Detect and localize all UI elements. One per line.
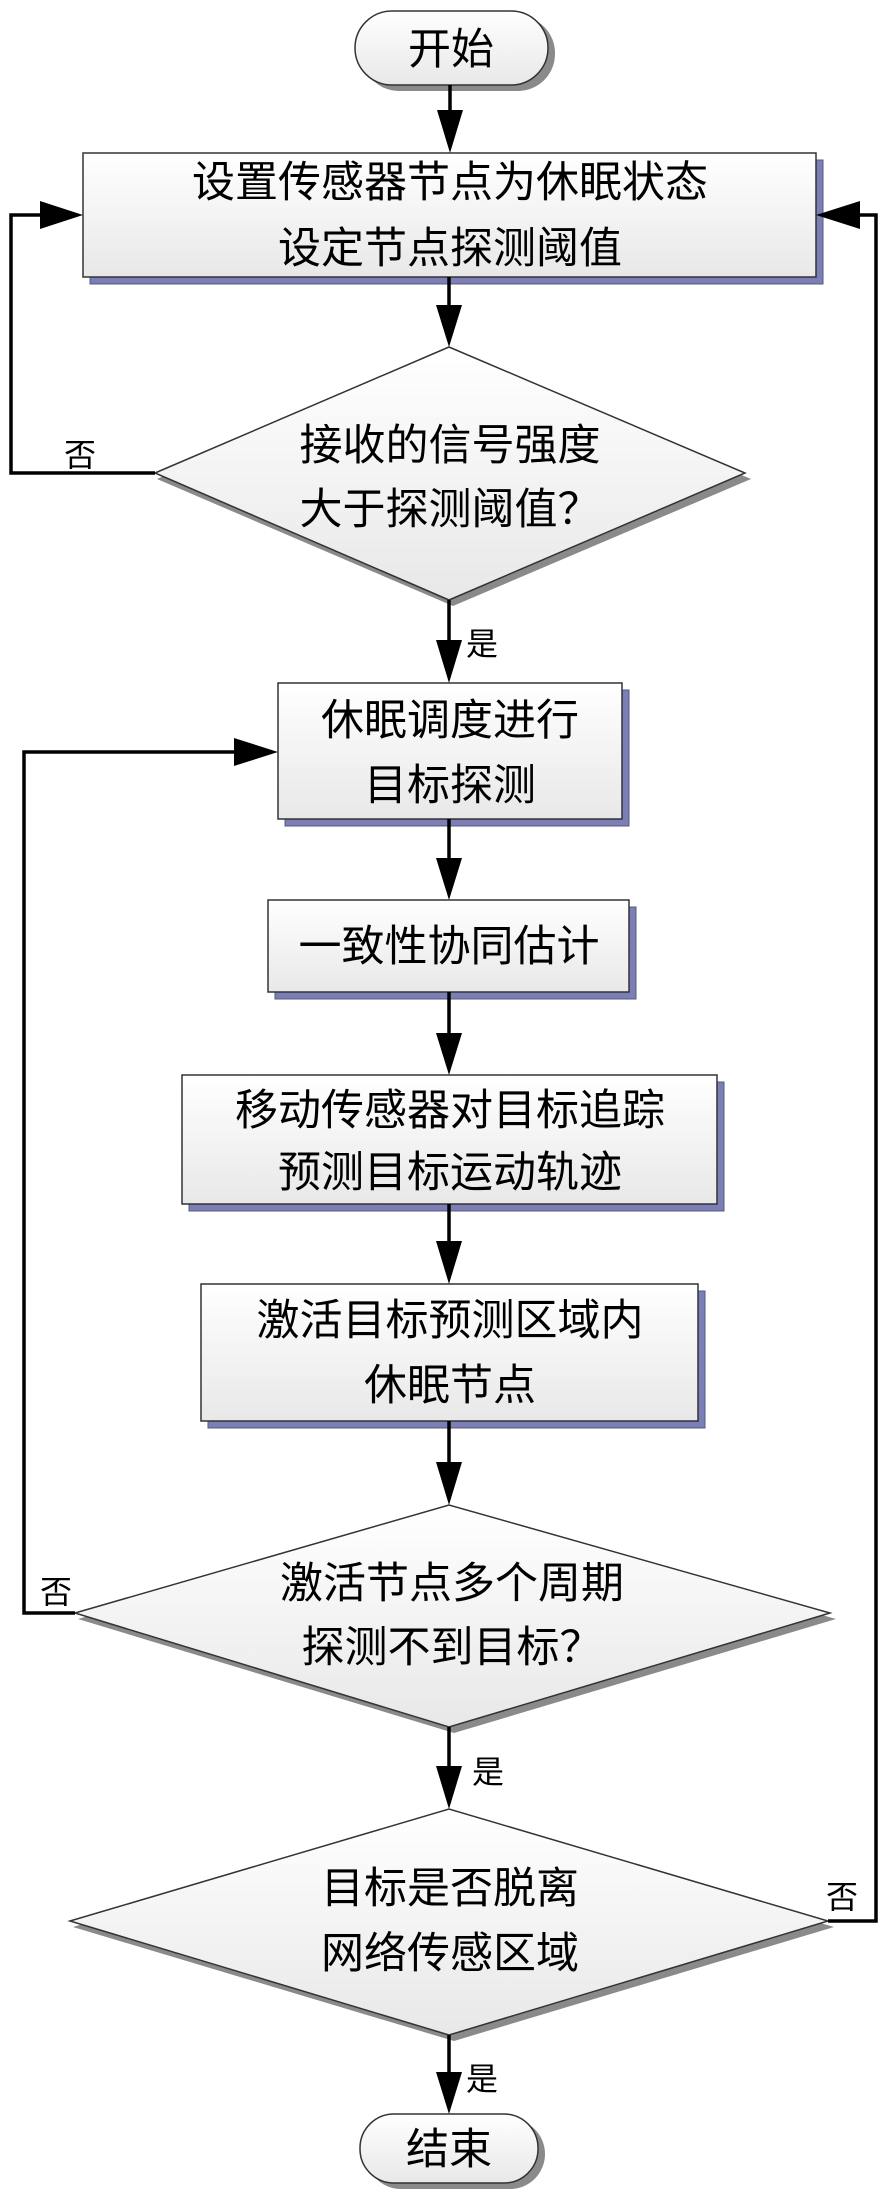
decision-3-line-2: 网络传感区域	[321, 1929, 579, 1979]
arrow-head-icon	[436, 2072, 462, 2114]
arrow-head-icon	[234, 738, 278, 766]
process-1-line-1: 设置传感器节点为休眠状态	[192, 158, 708, 208]
arrow-head-icon	[436, 1241, 462, 1284]
process-3-node: 一致性协同估计	[268, 900, 636, 999]
arrow-head-icon	[436, 1462, 462, 1505]
decision-1-shape	[155, 347, 745, 600]
decision-2-shape	[75, 1505, 830, 1727]
process-2-line-1: 休眠调度进行	[321, 696, 579, 746]
arrow-head-icon	[436, 640, 462, 683]
decision-3-line-1: 目标是否脱离	[321, 1864, 579, 1914]
end-node: 结束	[360, 2114, 545, 2189]
connector-decision-3-no-loop	[828, 215, 876, 1921]
decision-2-node: 激活节点多个周期 探测不到目标？	[75, 1505, 836, 1733]
process-5-node: 激活目标预测区域内 休眠节点	[201, 1284, 705, 1428]
decision-1-yes-label: 是	[466, 625, 498, 663]
process-4-line-2: 预测目标运动轨迹	[278, 1148, 622, 1198]
decision-3-no-label: 否	[826, 1878, 858, 1916]
arrow-head-icon	[436, 858, 462, 900]
decision-3-yes-label: 是	[466, 2060, 498, 2098]
decision-1-no-label: 否	[64, 436, 96, 474]
decision-1-node: 接收的信号强度 大于探测阈值？	[155, 347, 751, 606]
decision-2-yes-label: 是	[472, 1753, 504, 1791]
start-node: 开始	[355, 11, 555, 91]
decision-1-line-1: 接收的信号强度	[300, 421, 601, 471]
process-3-line-1: 一致性协同估计	[299, 922, 600, 972]
process-5-line-2: 休眠节点	[364, 1361, 536, 1411]
process-1-line-2: 设定节点探测阈值	[278, 224, 622, 274]
arrow-head-icon	[436, 1766, 462, 1809]
process-2-node: 休眠调度进行 目标探测	[278, 683, 629, 826]
process-4-node: 移动传感器对目标追踪 预测目标运动轨迹	[182, 1075, 724, 1211]
decision-3-node: 目标是否脱离 网络传感区域	[70, 1809, 834, 2041]
start-node-label: 开始	[408, 25, 494, 75]
decision-2-line-1: 激活节点多个周期	[280, 1559, 624, 1609]
process-1-node: 设置传感器节点为休眠状态 设定节点探测阈值	[83, 153, 823, 284]
arrow-head-icon	[40, 201, 83, 229]
process-5-line-1: 激活目标预测区域内	[257, 1296, 644, 1346]
arrow-head-icon	[436, 1033, 462, 1075]
decision-2-no-label: 否	[40, 1573, 72, 1611]
arrow-head-icon	[436, 305, 462, 347]
process-2-line-2: 目标探测	[364, 761, 536, 811]
process-4-line-1: 移动传感器对目标追踪	[235, 1086, 665, 1136]
arrow-head-icon	[437, 110, 463, 153]
decision-2-line-2: 探测不到目标？	[302, 1623, 603, 1673]
decision-1-line-2: 大于探测阈值？	[300, 485, 601, 535]
end-node-label: 结束	[406, 2125, 492, 2175]
decision-3-shape	[70, 1809, 828, 2035]
